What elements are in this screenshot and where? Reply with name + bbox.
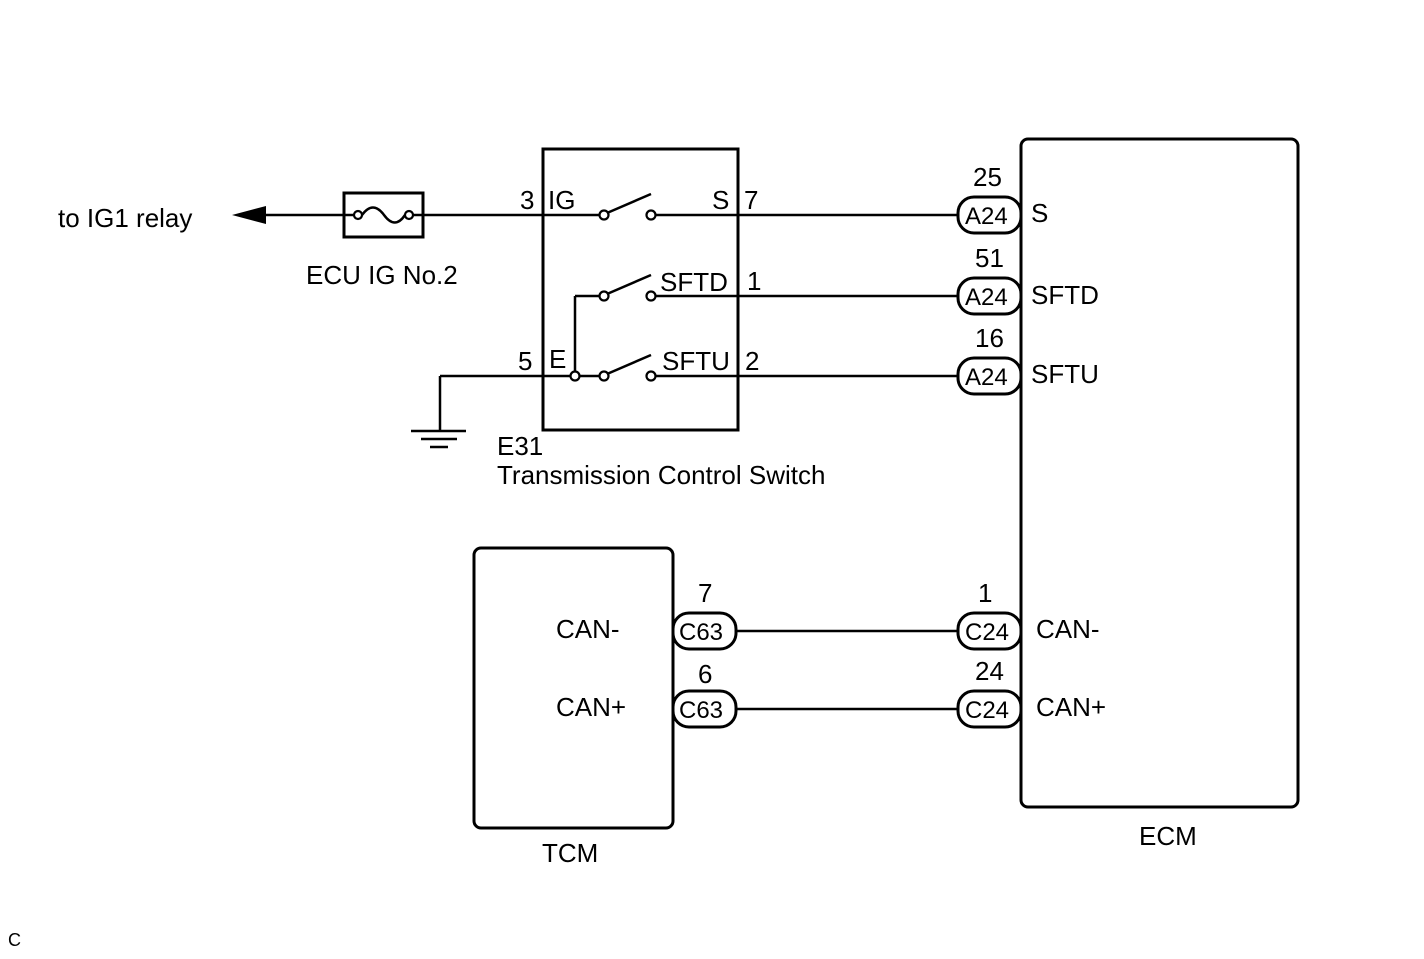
- switch-contact-s: [606, 192, 652, 215]
- fuse-icon: [360, 206, 407, 224]
- switch-code: E31: [497, 431, 543, 461]
- ecm-box: [1019, 137, 1300, 809]
- ecm-pin-name: CAN+: [1036, 692, 1106, 722]
- switch-contact-sftu: [606, 353, 652, 376]
- tcm-label: TCM: [542, 838, 598, 868]
- connector-pill: [956, 276, 1023, 316]
- ecm-pin-name: SFTU: [1031, 359, 1099, 389]
- switch-pin-ig-name: IG: [548, 185, 575, 215]
- ecm-pin-num: 24: [975, 656, 1004, 686]
- connector-pill: [956, 195, 1023, 235]
- switch-box: [541, 147, 740, 432]
- fuse-label: ECU IG No.2: [306, 260, 458, 290]
- tcm-box: [472, 546, 675, 830]
- tcm-pin-name: CAN-: [556, 614, 620, 644]
- ecm-label: ECM: [1139, 821, 1197, 851]
- corner-mark: C: [8, 930, 21, 950]
- ecm-pin-num: 1: [978, 578, 992, 608]
- ecm-pin-connector: A24: [965, 364, 1008, 391]
- tcm-pin-name: CAN+: [556, 692, 626, 722]
- ecm-pin-num: 51: [975, 243, 1004, 273]
- switch-pin-sftd-name: SFTD: [660, 267, 728, 297]
- switch-contact-sftd: [606, 273, 652, 296]
- tcm-pin-num: 7: [698, 578, 712, 608]
- ecm-pin-num: 25: [973, 162, 1002, 192]
- ecm-pin-name: CAN-: [1036, 614, 1100, 644]
- ecm-pin-num: 16: [975, 323, 1004, 353]
- ecm-pin-connector: C24: [965, 619, 1009, 646]
- ecm-pin-connector: A24: [965, 284, 1008, 311]
- switch-pin-ig-num: 3: [520, 185, 534, 215]
- switch-pin-e-name: E: [549, 344, 566, 374]
- tcm-pin-connector: C63: [679, 697, 723, 724]
- switch-pin-sftd-num: 1: [747, 266, 761, 296]
- ecm-pin-name: SFTD: [1031, 280, 1099, 310]
- ecm-pin-name: S: [1031, 198, 1048, 228]
- ground-icon: [411, 376, 466, 449]
- switch-pin-s-name: S: [712, 185, 729, 215]
- switch-pin-sftu-num: 2: [745, 346, 759, 376]
- connector-pill: [956, 356, 1023, 396]
- ecm-pin-connector: A24: [965, 203, 1008, 230]
- switch-name: Transmission Control Switch: [497, 460, 825, 490]
- tcm-pin-connector: C63: [679, 619, 723, 646]
- tcm-pin-num: 6: [698, 659, 712, 689]
- switch-pin-e-num: 5: [518, 346, 532, 376]
- arrow-left-icon: [232, 206, 266, 224]
- switch-pin-s-num: 7: [744, 185, 758, 215]
- switch-pin-sftu-name: SFTU: [662, 346, 730, 376]
- ig1-relay-label: to IG1 relay: [58, 203, 192, 233]
- ecm-pin-connector: C24: [965, 697, 1009, 724]
